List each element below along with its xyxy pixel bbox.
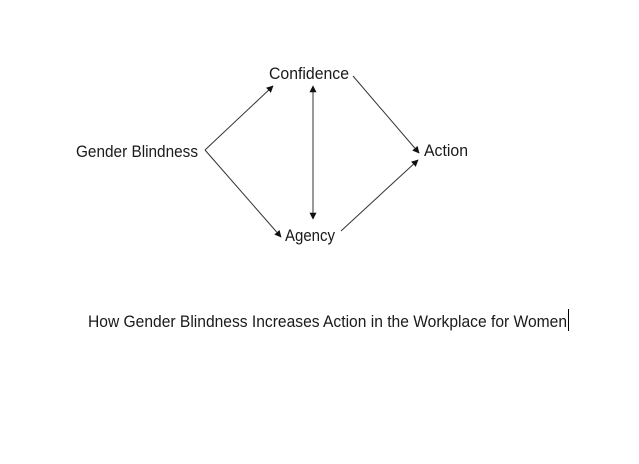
node-confidence: Confidence [269,64,349,83]
edge-gender-blindness-to-confidence [204,85,274,151]
edge-confidence-to-action [352,75,420,154]
node-action: Action [424,141,468,160]
diagram-caption: How Gender Blindness Increases Action in… [88,312,567,331]
node-gender-blindness: Gender Blindness [76,142,198,161]
edge-agency-to-action [340,159,419,232]
node-agency: Agency [285,226,335,245]
edge-gender-blindness-to-agency [204,149,282,238]
